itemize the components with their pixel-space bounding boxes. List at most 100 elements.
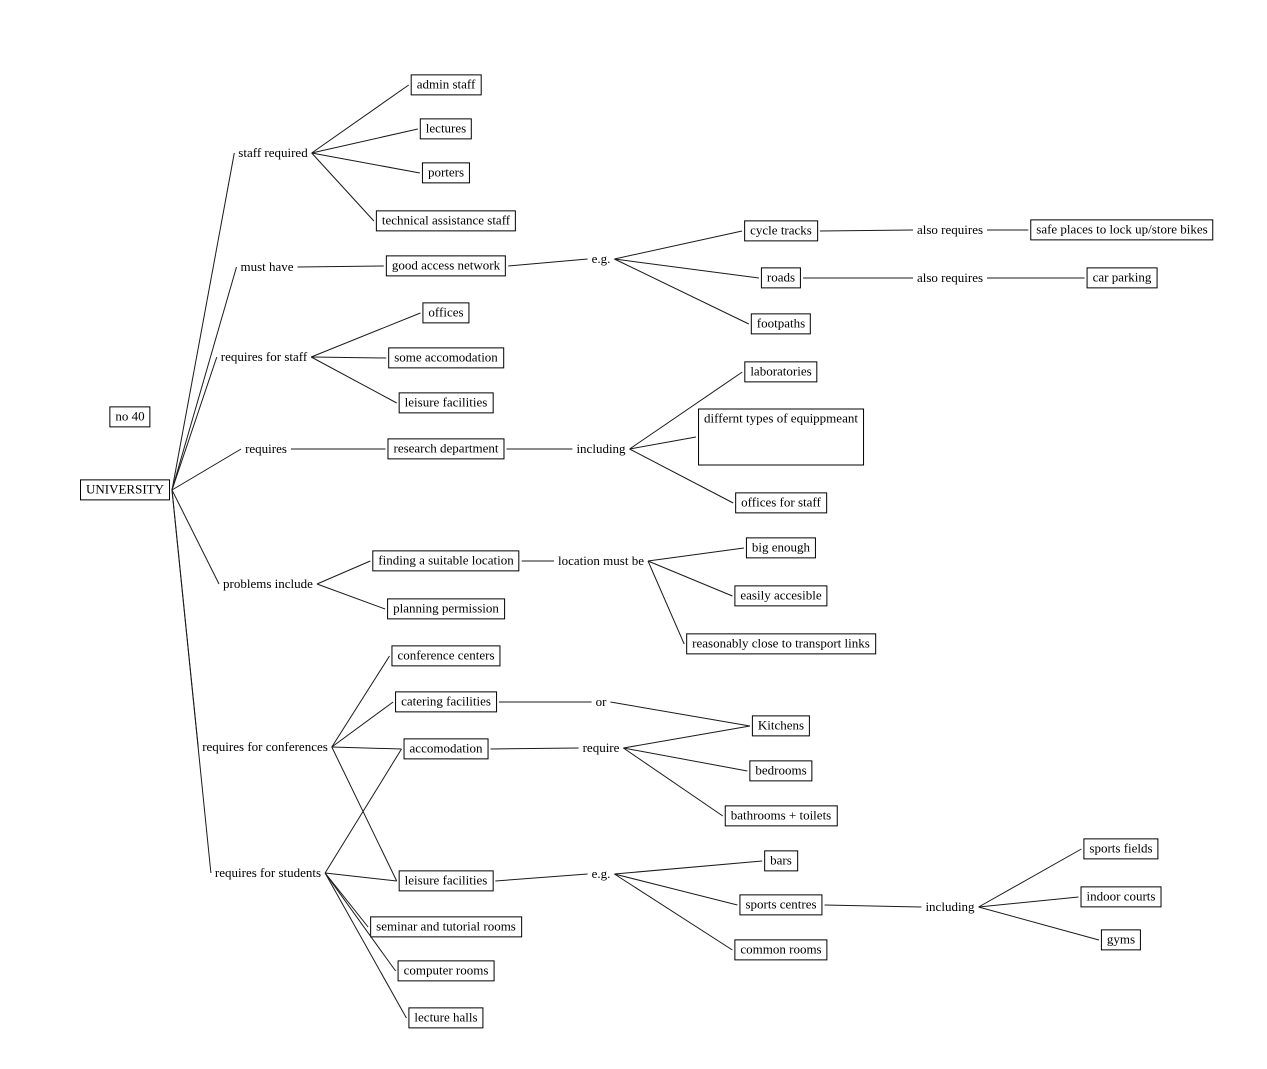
edge-requires-for-conferences--leisure-facilities-students (331, 746, 398, 882)
node-lecture-halls[interactable]: lecture halls (408, 1007, 484, 1029)
node-including-research: including (574, 440, 628, 458)
node-research-department[interactable]: research department (387, 438, 505, 460)
node-no40[interactable]: no 40 (109, 406, 151, 428)
node-common-rooms[interactable]: common rooms (734, 939, 828, 961)
edge-eg-access--cycle-tracks (614, 230, 743, 260)
node-seminar-tutorial-rooms[interactable]: seminar and tutorial rooms (370, 916, 522, 938)
node-eg-access: e.g. (589, 250, 613, 268)
node-requires-for-students: requires for students (212, 864, 324, 882)
node-good-access-network[interactable]: good access network (385, 255, 507, 277)
node-sports-centres[interactable]: sports centres (739, 894, 823, 916)
edge-university--must-have (171, 266, 237, 491)
node-catering-facilities[interactable]: catering facilities (395, 691, 497, 713)
node-offices[interactable]: offices (422, 302, 470, 324)
node-accomodation[interactable]: accomodation (403, 738, 489, 760)
node-requires-for-conferences: requires for conferences (200, 738, 330, 756)
edge-require-label--bathrooms-toilets (623, 747, 724, 817)
node-cycle-tracks[interactable]: cycle tracks (744, 220, 818, 242)
node-university[interactable]: UNIVERSITY (80, 479, 170, 501)
edge-require-label--kitchens (623, 725, 750, 749)
edge-requires-for-students--leisure-facilities-students (325, 872, 397, 882)
node-bedrooms[interactable]: bedrooms (749, 760, 813, 782)
edge-cycle-tracks--also-requires-bikes (819, 229, 914, 232)
edge-requires-for-staff--offices (311, 312, 421, 358)
node-require-label: require (580, 739, 622, 757)
edge-including-research--offices-for-staff (629, 448, 734, 504)
node-differnt-types-equipment[interactable]: differnt types of equippmeant (698, 408, 864, 466)
node-bars[interactable]: bars (764, 850, 798, 872)
edge-location-must-be--reasonably-close (647, 560, 685, 645)
node-safe-places-bikes[interactable]: safe places to lock up/store bikes (1030, 219, 1214, 241)
edge-including-research--laboratories (629, 371, 743, 450)
node-easily-accesible[interactable]: easily accesible (734, 585, 828, 607)
node-including-sports: including (923, 898, 977, 916)
node-porters[interactable]: porters (421, 162, 471, 184)
node-indoor-courts[interactable]: indoor courts (1080, 886, 1162, 908)
node-reasonably-close[interactable]: reasonably close to transport links (686, 633, 876, 655)
node-kitchens[interactable]: Kitchens (751, 715, 811, 737)
node-must-have: must have (238, 258, 296, 276)
edge-requires-for-students--accomodation (324, 748, 402, 874)
node-also-requires-cars: also requires (914, 269, 986, 287)
edge-university--requires (171, 448, 242, 491)
node-roads[interactable]: roads (760, 267, 802, 289)
edge-staff-required--admin-staff (311, 84, 409, 154)
edge-requires-for-conferences--conference-centers (331, 655, 390, 748)
edge-including-sports--gyms (978, 906, 1100, 941)
node-gyms[interactable]: gyms (1100, 929, 1142, 951)
edge-sports-centres--including-sports (824, 904, 922, 908)
edge-eg-leisure--common-rooms (614, 873, 733, 951)
node-sports-fields[interactable]: sports fields (1083, 838, 1159, 860)
edge-requires-for-students--seminar-tutorial-rooms (324, 872, 369, 928)
edge-requires-for-conferences--accomodation (331, 746, 402, 750)
node-some-accomodation[interactable]: some accomodation (388, 347, 504, 369)
edge-including-research--differnt-types-equipment (629, 436, 697, 450)
node-location-must-be: location must be (556, 552, 646, 570)
edge-leisure-facilities-students--eg-leisure (495, 873, 588, 882)
node-laboratories[interactable]: laboratories (744, 361, 818, 383)
edge-good-access-network--eg-access (508, 258, 588, 267)
node-footpaths[interactable]: footpaths (750, 313, 812, 335)
node-requires-for-staff: requires for staff (218, 348, 310, 366)
node-finding-suitable-location[interactable]: finding a suitable location (372, 550, 520, 572)
node-offices-for-staff[interactable]: offices for staff (735, 492, 827, 514)
edge-requires-for-staff--some-accomodation (311, 356, 387, 359)
edge-requires-for-students--computer-rooms (324, 872, 397, 972)
edge-problems-include--planning-permission (316, 583, 386, 610)
edge-including-sports--indoor-courts (978, 896, 1079, 908)
node-eg-leisure: e.g. (589, 865, 613, 883)
node-bathrooms-toilets[interactable]: bathrooms + toilets (724, 805, 838, 827)
edge-university--problems-include (171, 489, 220, 585)
node-also-requires-bikes: also requires (914, 221, 986, 239)
node-requires: requires (243, 440, 289, 458)
node-admin-staff[interactable]: admin staff (410, 74, 482, 96)
edge-staff-required--porters (311, 152, 420, 174)
node-lectures[interactable]: lectures (419, 118, 473, 140)
edge-problems-include--finding-suitable-location (316, 560, 371, 585)
edge-location-must-be--easily-accesible (647, 560, 733, 597)
node-conference-centers[interactable]: conference centers (391, 645, 501, 667)
edge-require-label--bedrooms (623, 747, 748, 772)
node-staff-required: staff required (236, 144, 310, 162)
node-car-parking[interactable]: car parking (1086, 267, 1158, 289)
edge-eg-leisure--sports-centres (614, 873, 738, 906)
node-technical-assistance-staff[interactable]: technical assistance staff (375, 210, 517, 232)
node-big-enough[interactable]: big enough (745, 537, 817, 559)
edge-requires-for-students--lecture-halls (324, 872, 407, 1019)
node-or-label: or (593, 693, 609, 711)
edge-university--requires-for-students (171, 489, 212, 874)
edge-must-have--good-access-network (297, 265, 384, 268)
edge-staff-required--technical-assistance-staff (311, 152, 375, 222)
edge-including-sports--sports-fields (978, 848, 1082, 908)
edge-staff-required--lectures (311, 128, 418, 154)
node-planning-permission[interactable]: planning permission (387, 598, 505, 620)
edge-accomodation--require-label (490, 747, 579, 750)
node-leisure-facilities-students[interactable]: leisure facilities (398, 870, 494, 892)
edge-eg-leisure--bars (614, 860, 763, 875)
edge-eg-access--roads (614, 258, 759, 279)
node-leisure-facilities-staff[interactable]: leisure facilities (398, 392, 494, 414)
node-computer-rooms[interactable]: computer rooms (397, 960, 495, 982)
edge-university--staff-required (171, 152, 235, 491)
edge-or-label--kitchens (610, 701, 750, 727)
